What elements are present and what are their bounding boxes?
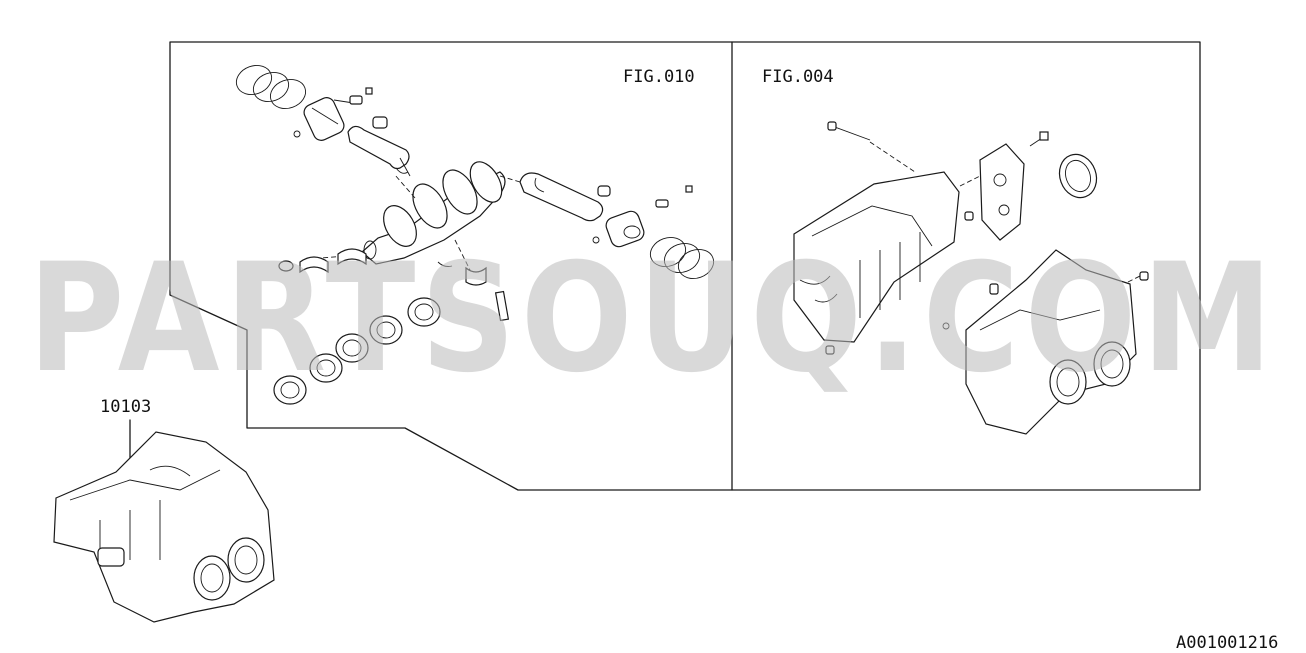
piston-left: [293, 87, 373, 141]
crankshaft: [319, 161, 521, 271]
piston-ring-set-left: [235, 65, 307, 109]
short-block-assembly-10103[interactable]: [53, 419, 275, 623]
connecting-rod-right: [519, 172, 611, 222]
cylinder-block-right-half: [942, 249, 1149, 435]
diagram-code-label: A001001216: [1176, 633, 1278, 653]
main-bearing-shells-upper: [278, 248, 510, 322]
piston-right: [592, 185, 693, 248]
fig-004-label[interactable]: FIG.004: [762, 67, 834, 87]
main-bearing-shells-lower: [273, 297, 441, 405]
piston-ring-set-right: [649, 237, 715, 279]
oil-pump-cover: [959, 131, 1049, 241]
cylinder-block-left-half: [793, 121, 974, 355]
connecting-rod-left: [347, 116, 411, 177]
callout-frame: [169, 41, 1201, 491]
fig-010-label[interactable]: FIG.010: [623, 67, 695, 87]
part-number-label[interactable]: 10103: [100, 397, 151, 417]
watermark: PARTSOUQ.COM: [28, 232, 1278, 406]
oil-seal-ring: [1058, 153, 1098, 199]
